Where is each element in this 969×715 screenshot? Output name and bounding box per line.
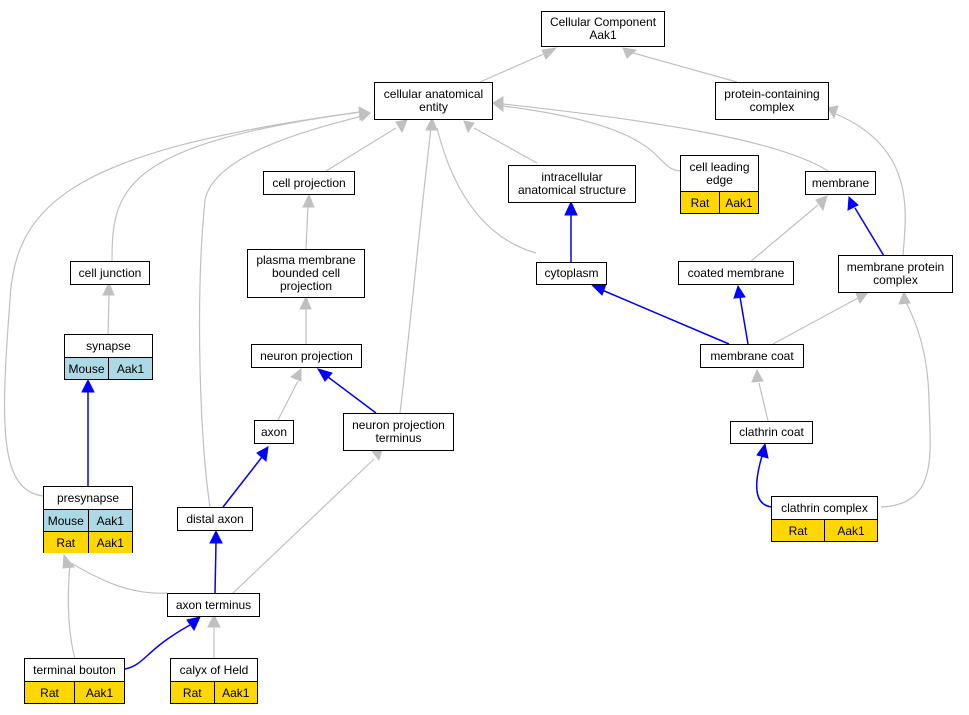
node-title: terminal bouton bbox=[25, 659, 124, 682]
species-row-rat: Rat Aak1 bbox=[171, 682, 257, 703]
edge-coated-to-membrane bbox=[749, 204, 819, 263]
node-presynapse[interactable]: presynapse Mouse Aak1 Rat Aak1 bbox=[43, 486, 133, 553]
edge-mc-to-coated bbox=[739, 296, 749, 345]
node-distal-axon[interactable]: distal axon bbox=[177, 507, 253, 531]
node-cytoplasm[interactable]: cytoplasm bbox=[536, 262, 607, 285]
node-cellular-component[interactable]: Cellular Component Aak1 bbox=[541, 11, 665, 47]
species-cell: Rat bbox=[690, 195, 710, 210]
species-cell: Rat bbox=[182, 685, 202, 700]
edge-clathrincomplex-to-mpc bbox=[880, 301, 931, 508]
node-cell-leading-edge[interactable]: cell leading edge Rat Aak1 bbox=[680, 155, 759, 214]
edge-cle-to-cae bbox=[502, 105, 681, 172]
node-title: clathrin complex bbox=[772, 497, 877, 520]
edge-tb-to-presyn bbox=[67, 562, 76, 660]
edge-clathrincomplex-to-cc bbox=[755, 455, 773, 508]
node-cell-junction[interactable]: cell junction bbox=[70, 261, 150, 285]
edge-pmb-to-cp bbox=[305, 205, 309, 250]
node-title: cell leading edge bbox=[681, 156, 758, 192]
edge-mc-to-mpc bbox=[772, 297, 859, 345]
gene-cell: Aak1 bbox=[824, 520, 877, 541]
species-row-rat: Rat Aak1 bbox=[44, 531, 132, 553]
gene-cell: Aak1 bbox=[87, 532, 133, 553]
gene-cell: Aak1 bbox=[213, 682, 258, 703]
node-clathrin-coat[interactable]: clathrin coat bbox=[730, 421, 813, 444]
node-calyx-of-held[interactable]: calyx of Held Rat Aak1 bbox=[170, 658, 258, 704]
gene-cell: Aak1 bbox=[74, 682, 124, 703]
node-title: synapse bbox=[65, 335, 152, 358]
node-neuron-projection[interactable]: neuron projection bbox=[251, 344, 362, 368]
node-cell-projection[interactable]: cell projection bbox=[263, 171, 355, 195]
node-coated-membrane[interactable]: coated membrane bbox=[678, 261, 794, 285]
node-axon[interactable]: axon bbox=[254, 420, 294, 444]
gene-cell: Aak1 bbox=[719, 192, 758, 213]
node-synapse[interactable]: synapse Mouse Aak1 bbox=[64, 334, 153, 380]
edge-distal-to-cae bbox=[198, 115, 363, 508]
edge-npt-to-np bbox=[327, 376, 377, 414]
edge-npt-to-cae bbox=[399, 127, 432, 414]
species-cell: Mouse bbox=[68, 361, 105, 376]
node-plasma-membrane-bounded-cell-projection[interactable]: plasma membrane bounded cell projection bbox=[247, 249, 365, 298]
edge-ias-to-cae bbox=[473, 127, 538, 164]
edge-axon-to-np bbox=[277, 380, 299, 421]
edge-mc-to-cyto bbox=[601, 289, 730, 345]
species-cell: Rat bbox=[40, 685, 59, 700]
edge-pcc-to-cc bbox=[632, 52, 738, 83]
edge-axonterm-to-distal bbox=[214, 541, 217, 595]
node-terminal-bouton[interactable]: terminal bouton Rat Aak1 bbox=[24, 658, 125, 704]
species-row-rat: Rat Aak1 bbox=[25, 682, 124, 703]
edge-presyn-to-cae bbox=[3, 111, 361, 497]
node-axon-terminus[interactable]: axon terminus bbox=[167, 593, 260, 617]
edge-cp-to-cae bbox=[325, 127, 397, 172]
node-membrane-protein-complex[interactable]: membrane protein complex bbox=[838, 255, 953, 293]
node-intracellular-anatomical-structure[interactable]: intracellular anatomical structure bbox=[508, 165, 636, 203]
edge-cyto-to-cae bbox=[436, 127, 537, 254]
edge-axonterm-to-presyn bbox=[70, 562, 168, 594]
edge-tb-to-axonterm bbox=[124, 624, 191, 670]
species-row-rat: Rat Aak1 bbox=[772, 520, 877, 541]
species-cell: Rat bbox=[788, 523, 808, 538]
species-cell: Rat bbox=[56, 535, 76, 550]
node-neuron-projection-terminus[interactable]: neuron projection terminus bbox=[343, 413, 454, 451]
edge-mpc-to-pcc bbox=[835, 113, 906, 257]
node-clathrin-complex[interactable]: clathrin complex Rat Aak1 bbox=[771, 496, 878, 542]
node-cellular-anatomical-entity[interactable]: cellular anatomical entity bbox=[374, 82, 493, 120]
edge-cj-to-cae bbox=[111, 111, 361, 263]
species-cell: Mouse bbox=[47, 513, 84, 528]
edge-cc-to-clathrin bbox=[758, 382, 769, 422]
edge-mpc-to-membrane bbox=[854, 207, 885, 257]
species-row-rat: Rat Aak1 bbox=[681, 192, 758, 213]
edge-distal-to-axon bbox=[222, 456, 263, 508]
node-title: presynapse bbox=[44, 487, 132, 510]
gene-cell: Aak1 bbox=[87, 510, 133, 531]
edge-syn-to-cj bbox=[107, 293, 110, 336]
node-membrane[interactable]: membrane bbox=[805, 171, 876, 195]
gene-cell: Aak1 bbox=[108, 358, 152, 379]
edge-membrane-to-cae bbox=[502, 103, 829, 172]
species-row-mouse: Mouse Aak1 bbox=[44, 510, 132, 531]
node-title: calyx of Held bbox=[171, 659, 257, 682]
node-membrane-coat[interactable]: membrane coat bbox=[700, 344, 804, 368]
edge-cae-to-cc bbox=[479, 52, 547, 83]
node-protein-containing-complex[interactable]: protein-containing complex bbox=[715, 82, 829, 120]
species-row-mouse: Mouse Aak1 bbox=[65, 358, 152, 379]
edge-axonterm-to-npt bbox=[231, 458, 375, 595]
